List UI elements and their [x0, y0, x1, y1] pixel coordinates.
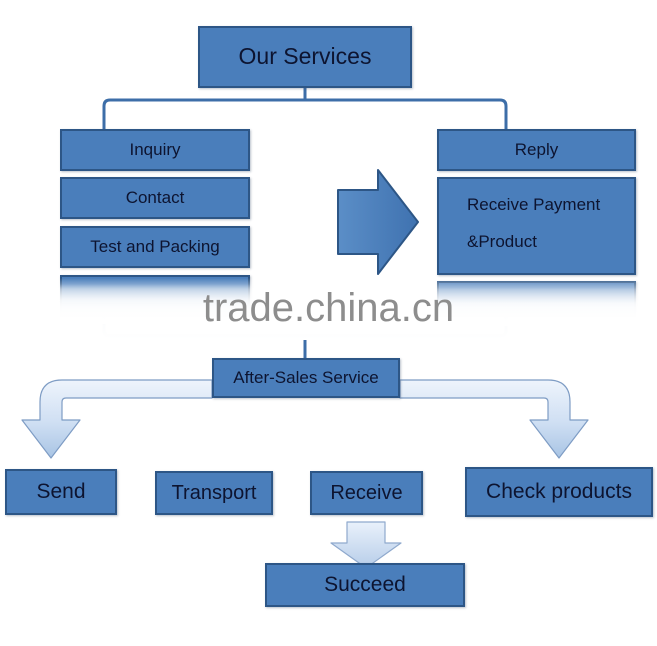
box-reply[interactable]: Reply — [437, 129, 636, 171]
box-label: Reply — [514, 139, 559, 159]
box-succeed[interactable]: Succeed — [265, 563, 465, 607]
box-label-line-2: &Product — [467, 231, 537, 251]
box-send[interactable]: Send — [5, 469, 117, 515]
box-label: After-Sales Service — [233, 367, 379, 387]
box-right-obscured[interactable] — [437, 281, 636, 317]
box-label: Succeed — [324, 572, 406, 596]
box-check-products[interactable]: Check products — [465, 467, 653, 517]
top-bracket-connector — [102, 88, 508, 132]
box-label: Inquiry — [129, 139, 181, 159]
box-label: Check products — [486, 479, 632, 503]
box-transport[interactable]: Transport — [155, 471, 273, 515]
box-receive[interactable]: Receive — [310, 471, 423, 515]
box-label: Receive — [330, 481, 403, 504]
box-left-obscured[interactable] — [60, 275, 250, 317]
box-label-line-1: Receive Payment — [467, 195, 601, 214]
receive-to-succeed-arrow — [330, 521, 402, 569]
box-label: Contact — [125, 187, 185, 207]
box-contact[interactable]: Contact — [60, 177, 250, 219]
box-receive-payment-product[interactable]: Receive Payment &Product — [437, 177, 636, 275]
box-label: Test and Packing — [90, 236, 220, 256]
right-block-arrow — [337, 169, 419, 275]
box-our-services[interactable]: Our Services — [198, 26, 412, 88]
box-label: Transport — [171, 481, 257, 504]
box-label: Our Services — [238, 43, 372, 70]
box-label: Send — [36, 479, 86, 503]
box-after-sales-service[interactable]: After-Sales Service — [212, 358, 400, 398]
right-elbow-arrow — [399, 379, 589, 459]
left-elbow-arrow — [21, 379, 213, 459]
box-test-and-packing[interactable]: Test and Packing — [60, 226, 250, 268]
box-inquiry[interactable]: Inquiry — [60, 129, 250, 171]
